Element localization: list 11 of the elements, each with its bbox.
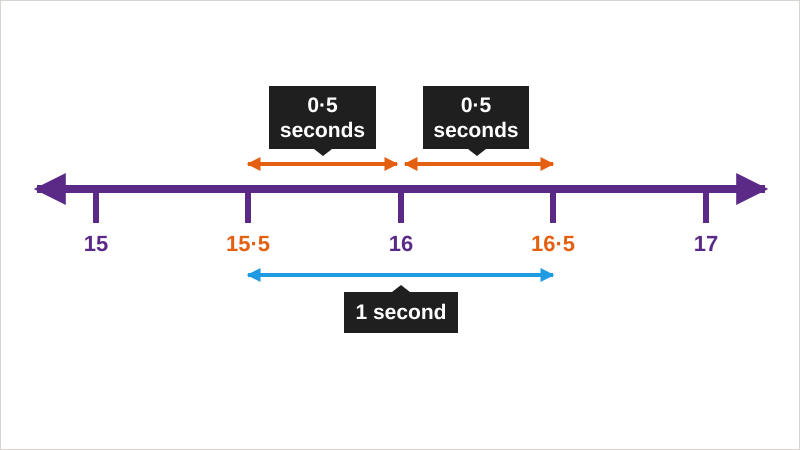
tick-label: 17	[694, 231, 718, 257]
tick-label: 16·5	[530, 231, 576, 257]
callout-box	[269, 86, 376, 156]
callout-box	[344, 285, 458, 333]
callout-text: 0·5 seconds	[432, 92, 520, 142]
tick-label: 16	[388, 231, 414, 257]
callout-text: 0·5 seconds	[278, 92, 366, 142]
callout-text: 1 second	[354, 300, 448, 325]
tick-label: 15	[84, 231, 108, 257]
callout-box	[423, 86, 529, 156]
tick-label: 15·5	[226, 231, 270, 257]
